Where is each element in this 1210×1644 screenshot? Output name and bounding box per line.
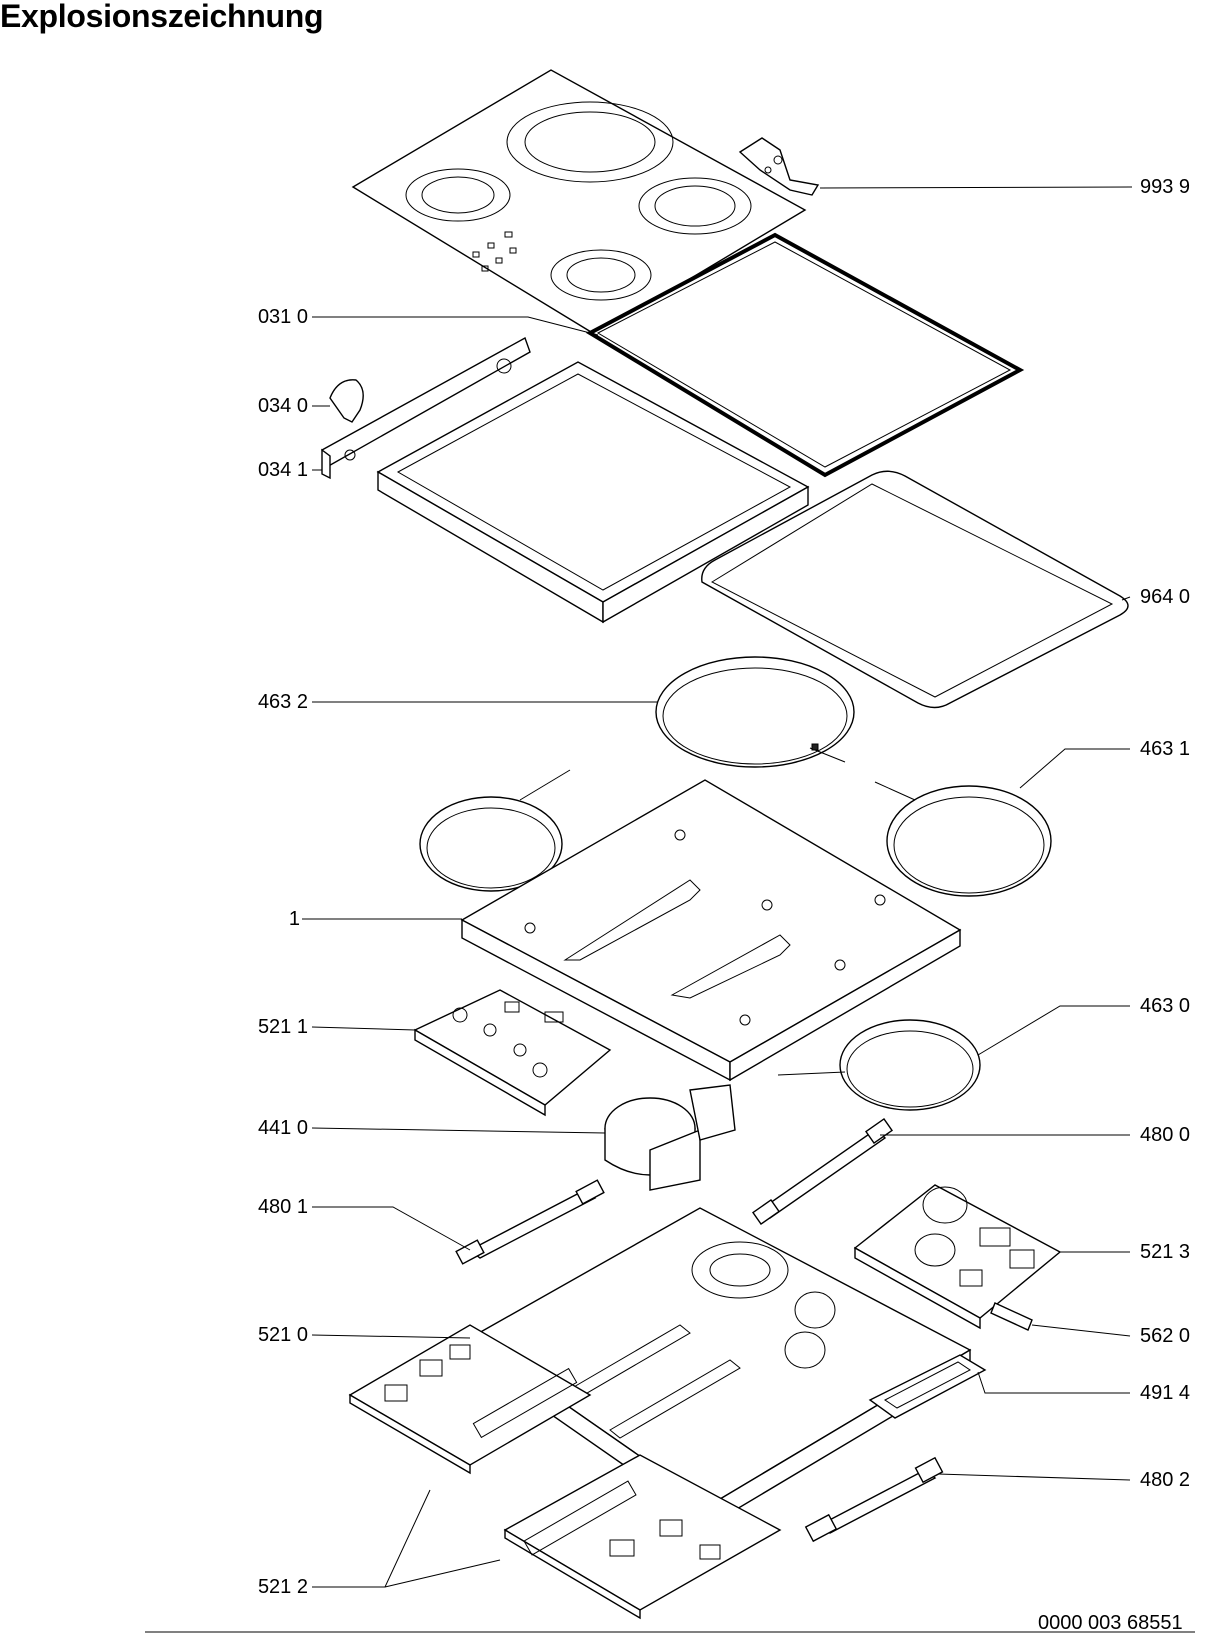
clamp-034-0 [330,380,363,422]
frame-031 [378,362,808,622]
document-number: 0000 003 68551 [1038,1612,1183,1634]
heating-element-463-1 [875,782,1051,896]
clip-part-993 [740,138,818,195]
bracket-034-1 [322,338,530,478]
label-441-0: 441 0 [257,1117,308,1139]
label-463-2: 463 2 [257,691,308,713]
pcb-521-2-upper [350,1325,590,1473]
pcb-521-1 [415,990,610,1115]
label-491-4: 491 4 [1140,1382,1191,1404]
fan-441-0 [605,1085,735,1190]
label-521-2: 521 2 [257,1576,308,1598]
label-1: 1 [288,908,300,930]
label-562-0: 562 0 [1140,1325,1191,1347]
label-521-3: 521 3 [1140,1241,1191,1263]
seal-gasket-frame [590,235,1020,475]
glass-cooktop-plate [353,70,805,335]
filter-491-4 [870,1355,985,1418]
label-031-0: 031 0 [257,306,308,328]
label-521-0: 521 0 [257,1324,308,1346]
cable-480-1 [456,1180,604,1264]
pcb-521-3 [855,1185,1060,1328]
label-993-9: 993 9 [1140,176,1191,198]
cable-480-2 [806,1458,943,1541]
label-480-2: 480 2 [1140,1469,1191,1491]
page-title: Explosionszeichnung [0,0,324,34]
heating-element-463-0 [778,1020,980,1110]
label-480-0: 480 0 [1140,1124,1191,1146]
label-034-1: 034 1 [257,459,308,481]
pcb-521-2-lower [505,1455,780,1618]
label-463-0: 463 0 [1140,995,1191,1017]
base-plate-1 [462,780,960,1080]
label-521-1: 521 1 [257,1016,308,1038]
leader-lines [145,187,1195,1632]
label-964-0: 964 0 [1140,586,1191,608]
heating-element-463-2 [656,657,854,767]
fuse-562-0 [991,1303,1032,1330]
heating-element-left [420,770,570,891]
label-463-1: 463 1 [1140,738,1191,760]
gasket-964 [702,471,1128,707]
label-034-0: 034 0 [257,395,308,417]
cable-480-0 [753,1119,892,1224]
label-480-1: 480 1 [257,1196,308,1218]
